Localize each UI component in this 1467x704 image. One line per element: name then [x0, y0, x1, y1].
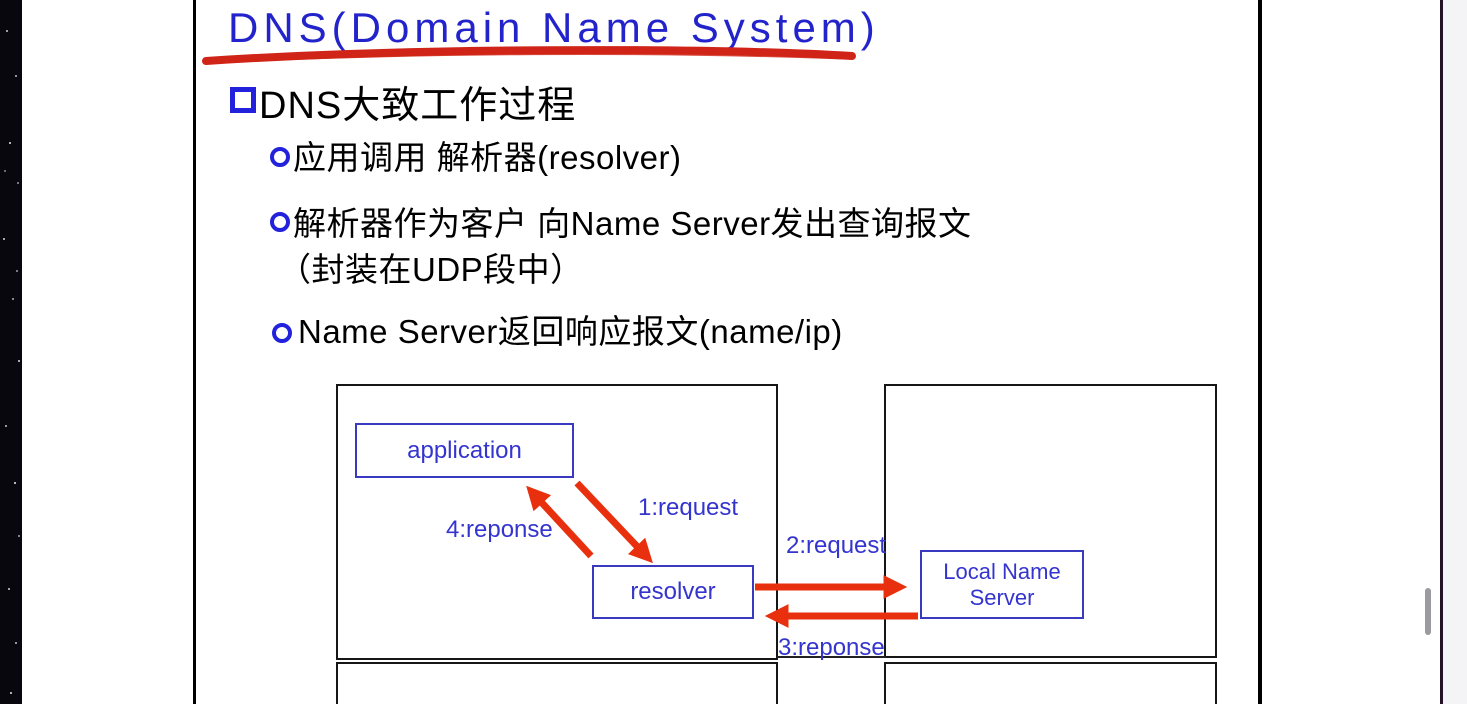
resolver-box: resolver [592, 565, 754, 619]
server-box-lower [884, 662, 1217, 704]
arrow-1-label: 1:request [638, 494, 739, 521]
right-edge-panel [1443, 0, 1467, 704]
local-name-server-box: Local Name Server [920, 550, 1084, 619]
host-box-upper [336, 384, 778, 660]
page-title: DNS(Domain Name System) [228, 4, 880, 51]
arrow-2-label: 2:request [786, 532, 887, 559]
square-bullet-icon [230, 87, 256, 113]
star-dots [6, 30, 8, 32]
sub-bullet-2-line-2: （封装在UDP段中） [278, 251, 584, 288]
application-box: application [355, 423, 574, 478]
scrollbar-thumb[interactable] [1425, 588, 1431, 635]
bullet-1: DNS大致工作过程 [259, 85, 577, 127]
title-underline-stroke-2 [204, 51, 847, 64]
server-box-upper [884, 384, 1217, 658]
circle-bullet-icon [270, 212, 290, 232]
arrow-3-label: 3:reponse [778, 634, 885, 661]
slide-right-border [1258, 0, 1262, 704]
sub-bullet-2-line-1: 解析器作为客户 向Name Server发出查询报文 [293, 205, 972, 242]
slide-left-border [193, 0, 196, 704]
circle-bullet-icon [272, 323, 292, 343]
left-starfield-strip [0, 0, 22, 704]
circle-bullet-icon [270, 147, 290, 167]
host-box-lower [336, 662, 778, 704]
sub-bullet-1: 应用调用 解析器(resolver) [293, 139, 682, 176]
arrow-4-label: 4:reponse [446, 516, 553, 543]
outer-right-line [1440, 0, 1443, 704]
sub-bullet-3: Name Server返回响应报文(name/ip) [298, 313, 843, 350]
